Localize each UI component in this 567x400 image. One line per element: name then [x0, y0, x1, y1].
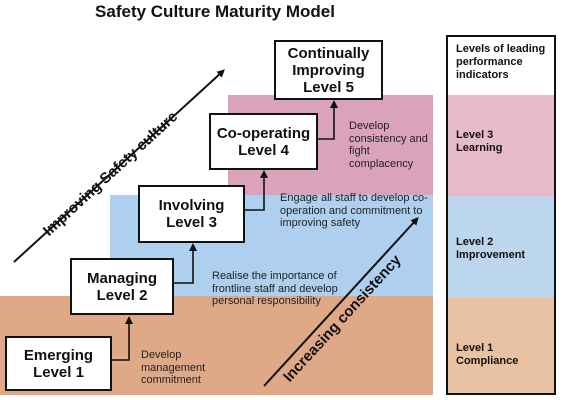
- level-name: Co-operating: [216, 124, 311, 142]
- indicator-label: Improvement: [456, 249, 526, 261]
- level-box-4: Co-operating Level 4: [209, 113, 318, 170]
- level-box-3: Involving Level 3: [138, 185, 245, 243]
- step-arrow-2-3: [174, 243, 197, 284]
- level-box-2: Managing Level 2: [70, 258, 174, 315]
- level-box-5: Continually Improving Level 5: [274, 40, 383, 100]
- indicator-segment-compliance: Level 1 Compliance: [448, 297, 554, 393]
- indicator-segment-improvement: Level 2 Improvement: [448, 196, 554, 297]
- indicator-segment-learning: Level 3 Learning: [448, 95, 554, 196]
- improving-arrow: [13, 69, 225, 263]
- step-arrow-1-2: [112, 316, 133, 361]
- consistency-arrow: [263, 217, 419, 387]
- step-arrow-3-4: [245, 170, 268, 211]
- level-4-description: Develop consistency and fight complacenc…: [349, 120, 428, 170]
- level-name: Managing: [87, 269, 157, 287]
- level-number: Level 3: [166, 214, 217, 231]
- level-number: Level 2: [96, 286, 148, 304]
- indicator-level: Level 3: [456, 129, 494, 141]
- indicator-level: Level 1: [456, 342, 494, 354]
- level-box-1: Emerging Level 1: [5, 336, 112, 391]
- level-number: Level 5: [303, 78, 354, 96]
- step-arrow-4-5: [318, 100, 338, 140]
- diagram-title: Safety Culture Maturity Model: [95, 2, 335, 21]
- level-3-description: Engage all staff to develop co-operation…: [280, 192, 428, 229]
- level-number: Level 1: [33, 363, 84, 381]
- level-2-description: Realise the importance of frontline staf…: [212, 270, 338, 307]
- level-name: Involving: [158, 197, 225, 214]
- level-number: Level 4: [238, 141, 289, 159]
- indicator-level: Level 2: [456, 236, 494, 248]
- indicator-label: Compliance: [456, 355, 519, 367]
- level-1-description: Develop management commitment: [141, 349, 206, 386]
- level-name: Emerging: [23, 346, 94, 364]
- level-name: Continually Improving: [287, 44, 370, 79]
- indicator-label: Learning: [456, 142, 503, 154]
- indicator-panel: Levels of leading performance indicators…: [446, 35, 556, 395]
- indicator-header: Levels of leading performance indicators: [456, 43, 546, 81]
